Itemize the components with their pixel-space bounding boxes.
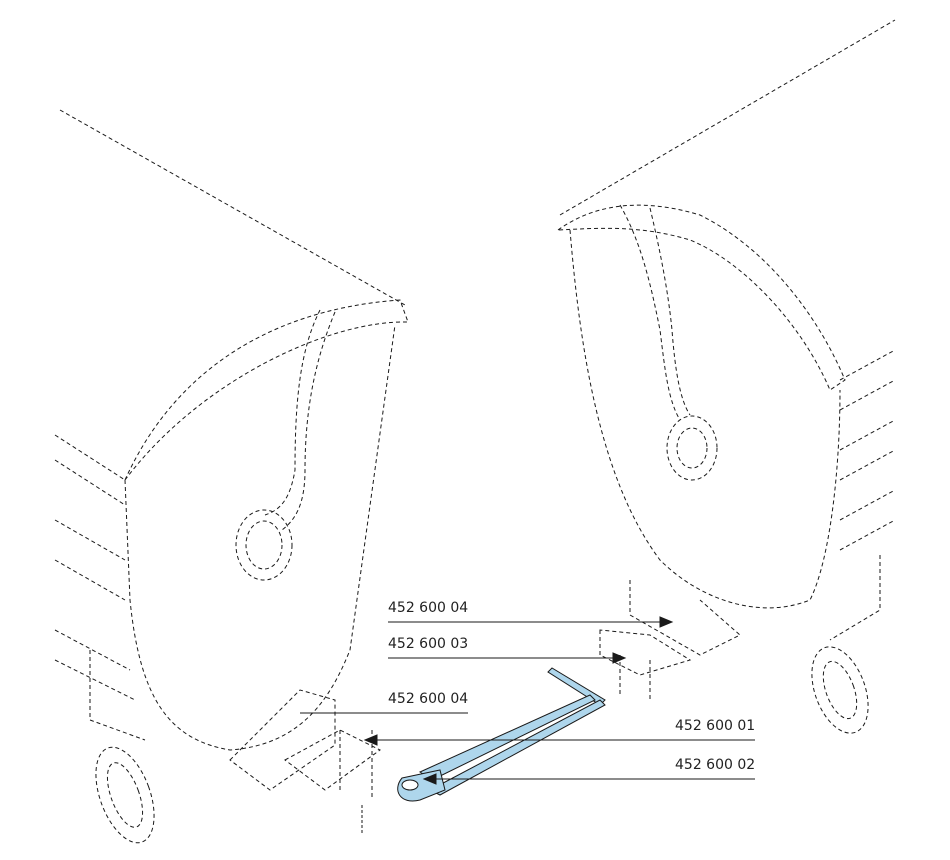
callout-label: 452 600 01 — [675, 718, 756, 734]
right-bin-outline — [556, 19, 896, 734]
callout-label: 452 600 02 — [675, 757, 756, 773]
callout-label: 452 600 03 — [388, 636, 469, 652]
left-bin-outline — [54, 109, 409, 844]
callout-label: 452 600 04 — [388, 691, 469, 707]
leader-lines — [300, 616, 755, 835]
callout-label: 452 600 04 — [388, 600, 469, 616]
